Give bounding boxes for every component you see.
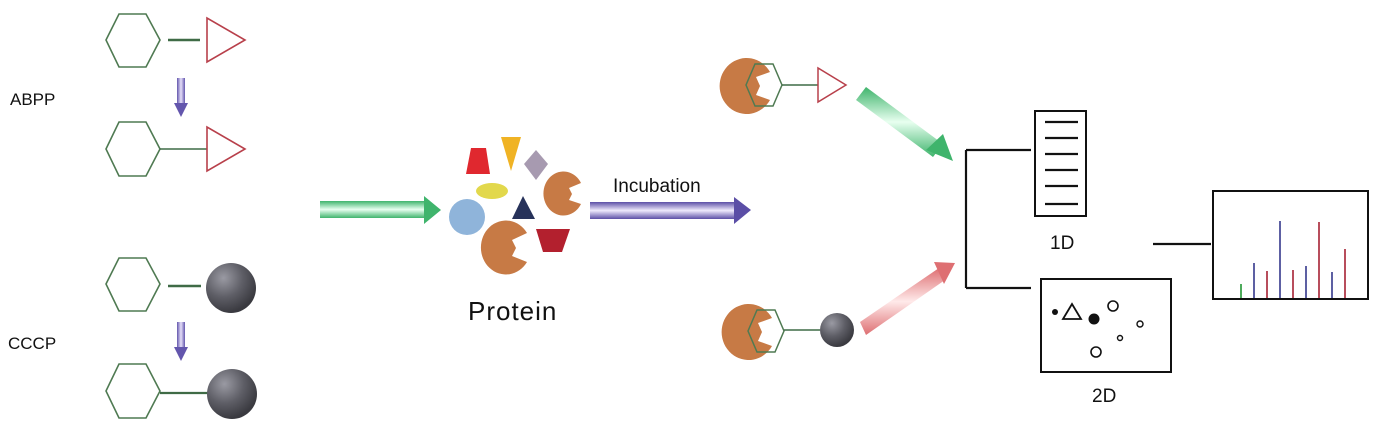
hexagon-icon	[105, 121, 161, 177]
label-abpp: ABPP	[10, 90, 56, 109]
down-arrow-abpp	[174, 78, 188, 117]
abpp-probe-after	[105, 121, 247, 177]
abpp-probe-before	[105, 13, 247, 68]
triangle-icon	[817, 66, 848, 104]
yellow-triangle	[501, 137, 521, 171]
gray-diamond	[524, 150, 548, 180]
analysis-bracket	[964, 148, 1031, 290]
label-2d: 2D	[1092, 386, 1117, 407]
gel-2d	[1040, 278, 1172, 373]
gel-lanes-icon	[1034, 110, 1087, 217]
yellow-ellipse	[476, 183, 508, 199]
blue-circle	[449, 199, 485, 235]
protein-probe-complex-abpp	[719, 58, 848, 115]
hexagon-icon	[747, 309, 785, 353]
cccp-probe-after	[105, 363, 257, 419]
gel-1d	[1034, 110, 1087, 217]
sphere-icon	[207, 369, 257, 419]
protein-probe-complex-cccp	[721, 304, 854, 361]
hexagon-icon	[105, 257, 161, 312]
protein-pacman-icon	[721, 304, 772, 361]
spectrum-icon	[1212, 190, 1369, 300]
label-cccp: CCCP	[8, 334, 57, 353]
triangle-icon	[206, 16, 247, 64]
label-1d: 1D	[1050, 233, 1075, 254]
incubation-arrow	[590, 197, 751, 224]
protein-pacman-icon	[480, 220, 527, 275]
arrow-to-protein	[320, 196, 441, 224]
sphere-icon	[820, 313, 854, 347]
protein-pacman-icon	[543, 171, 581, 216]
triangle-icon	[206, 125, 247, 173]
arrow-complex-abpp-to-analysis	[856, 87, 953, 161]
dark-red-trapezoid	[536, 229, 570, 252]
navy-triangle	[512, 196, 535, 219]
label-protein: Protein	[468, 296, 558, 326]
sphere-icon	[206, 263, 256, 313]
hexagon-icon	[105, 363, 161, 419]
protein-mixture	[449, 137, 581, 275]
arrow-complex-cccp-to-analysis	[860, 262, 955, 335]
cccp-probe-before	[105, 257, 256, 313]
down-arrow-cccp	[174, 322, 188, 361]
label-incubation: Incubation	[613, 176, 701, 197]
hexagon-icon	[105, 13, 161, 68]
protein-pacman-icon	[719, 58, 770, 115]
red-trapezoid	[466, 148, 490, 174]
